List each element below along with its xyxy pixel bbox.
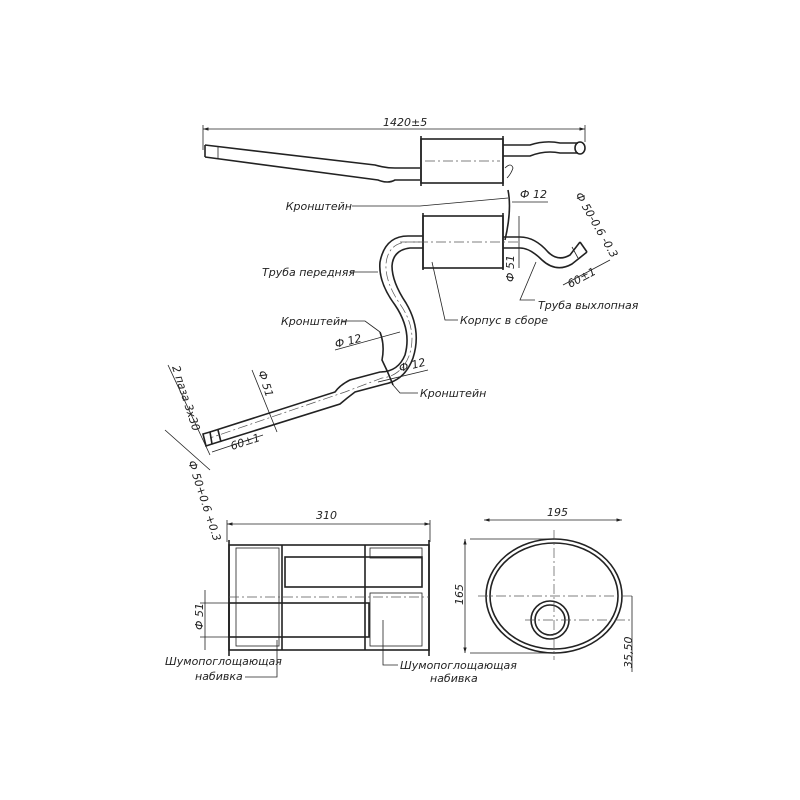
front-pipe-inner: [211, 247, 423, 445]
label-bracket-low: Кронштейн: [420, 387, 486, 400]
perforated-tube-upper: [284, 556, 423, 588]
dim-d51-muffler: Ф 51: [504, 255, 517, 282]
muffler-end-view: 195 165 35,50: [453, 506, 635, 672]
dim-d12-top: Ф 12: [520, 188, 547, 201]
dim-section-length: 310: [316, 509, 337, 522]
perforated-tube-lower: [228, 602, 370, 638]
label-exhaust-pipe: Труба выхлопная: [538, 299, 639, 312]
dim-d50-outlet: Ф 50-0.6 -0.3: [572, 190, 620, 260]
top-view: 1420±5: [202, 116, 586, 186]
label-bracket-top: Кронштейн: [286, 200, 352, 213]
dim-oval-height: 165: [453, 584, 466, 605]
label-bracket-mid: Кронштейн: [281, 315, 347, 328]
bracket-lower: [379, 331, 394, 386]
dim-d51-front: Ф 51: [255, 369, 276, 399]
dim-d12-low: Ф 12: [398, 356, 427, 375]
dim-pipe-offset: 35,50: [622, 637, 635, 669]
dim-60-right: 60±1: [565, 265, 598, 291]
label-absorber-right-1: Шумопоглощающая: [400, 659, 517, 672]
dim-60-left: 60±1: [229, 431, 262, 453]
label-absorber-left-2: набивка: [195, 670, 243, 683]
length-dimension: 1420±5: [383, 116, 427, 129]
dim-oval-width: 195: [547, 506, 568, 519]
absorber-right: [369, 592, 423, 647]
exhaust-pipe: [503, 236, 588, 269]
label-absorber-left-1: Шумопоглощающая: [165, 655, 282, 668]
muffler-section: 310 Ф 51 Шумопоглощающая набивка Шумопог…: [165, 509, 517, 685]
bracket-top: [504, 189, 511, 241]
label-housing: Корпус в сборе: [460, 314, 548, 327]
label-slots: 2 паза 3x30: [169, 364, 202, 433]
dim-d12-mid: Ф 12: [334, 332, 363, 351]
front-pipe-outer: [209, 235, 423, 433]
dim-d50-inlet: Ф 50+0.6 +0.3: [185, 459, 223, 543]
exhaust-pipe-top: [503, 141, 578, 157]
label-front-pipe: Труба передняя: [262, 266, 355, 279]
label-absorber-right-2: набивка: [430, 672, 478, 685]
front-pipe-top: [204, 144, 420, 183]
dim-section-d51: Ф 51: [193, 603, 206, 630]
side-view: Кронштейн Ф 12 Ф 50-0.6 -0.3 Ф 51 60±1 Т…: [164, 188, 639, 543]
